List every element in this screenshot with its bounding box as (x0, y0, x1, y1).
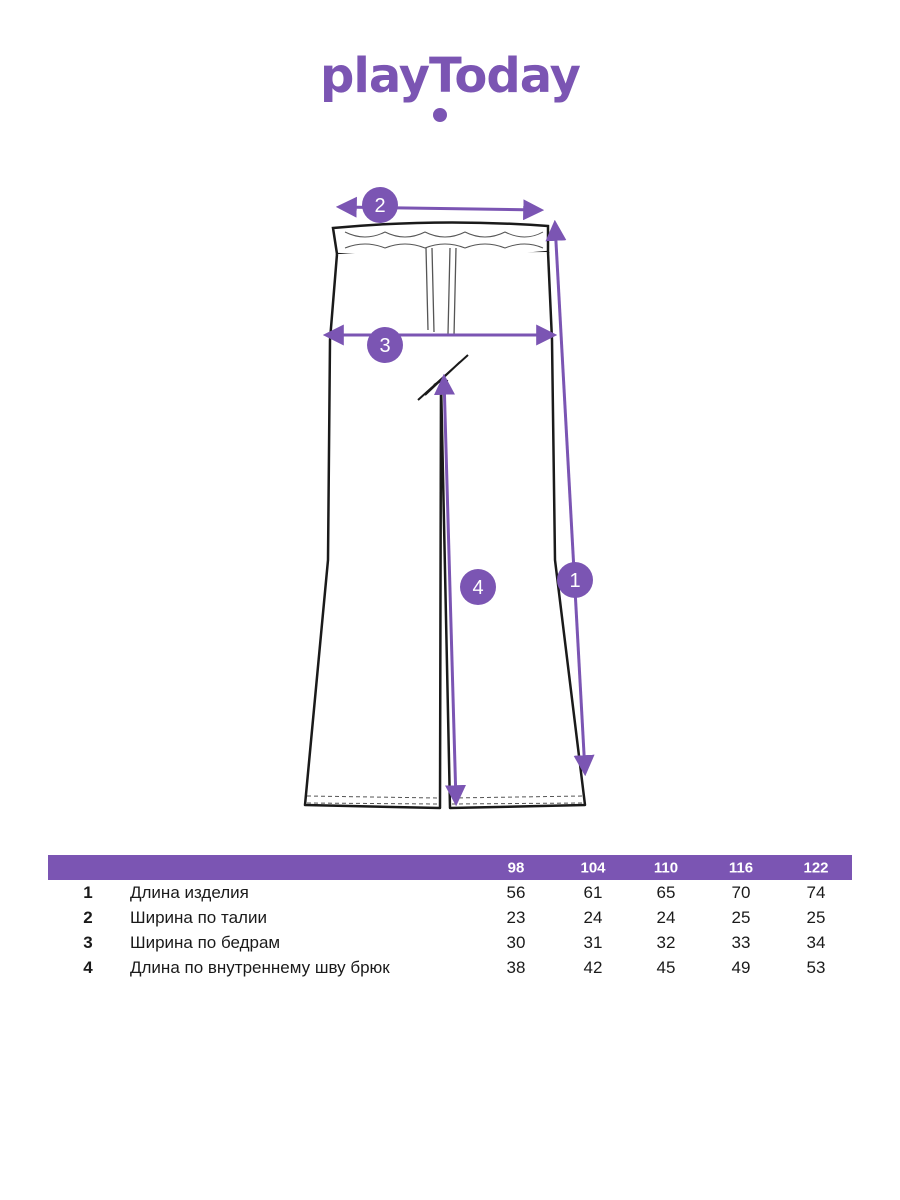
table-row: 1 Длина изделия 56 61 65 70 74 (48, 880, 852, 905)
drawstring (425, 247, 457, 337)
size-table-header: 98 104 110 116 122 (48, 855, 852, 880)
row-value: 34 (806, 932, 826, 952)
row-value: 32 (656, 932, 676, 952)
row-value: 56 (506, 882, 526, 902)
row-value: 31 (583, 932, 603, 952)
length-measure-line (545, 219, 595, 777)
marker-2 (362, 187, 398, 223)
logo-text: playToday (320, 48, 581, 104)
row-value: 61 (583, 882, 603, 902)
row-value: 25 (806, 907, 826, 927)
size-table: 98 104 110 116 122 1 Длина изделия 56 61… (48, 855, 852, 980)
waistband (331, 221, 550, 259)
row-value: 23 (506, 907, 526, 927)
marker-3-label: 3 (379, 335, 390, 357)
marker-1 (557, 562, 593, 598)
row-value: 42 (583, 957, 603, 977)
marker-3 (367, 327, 403, 363)
row-value: 24 (583, 907, 603, 927)
logo-dot (433, 108, 447, 122)
marker-4 (460, 569, 496, 605)
row-value: 33 (731, 932, 751, 952)
row-value: 45 (656, 957, 676, 977)
table-row: 2 Ширина по талии 23 24 24 25 25 (48, 905, 852, 930)
row-value: 65 (656, 882, 676, 902)
row-value: 24 (656, 907, 676, 927)
row-value: 49 (731, 957, 751, 977)
row-label: Длина изделия (130, 882, 249, 902)
size-header: 104 (580, 859, 606, 876)
pants-diagram: 2 3 1 4 (303, 187, 595, 810)
pants-sketch: 2 3 1 4 (0, 180, 900, 840)
row-value: 53 (806, 957, 826, 977)
marker-2-label: 2 (374, 195, 385, 217)
row-number: 4 (83, 957, 93, 977)
marker-4-label: 4 (472, 577, 483, 599)
row-number: 1 (83, 882, 93, 902)
row-number: 2 (83, 907, 93, 927)
row-value: 30 (506, 932, 526, 952)
logo-mark: playToday (320, 48, 582, 122)
size-header: 122 (803, 859, 829, 876)
table-row: 4 Длина по внутреннему шву брюк 38 42 45… (48, 955, 852, 980)
row-value: 70 (731, 882, 751, 902)
row-value: 38 (506, 957, 526, 977)
brand-logo: playToday (0, 40, 900, 130)
row-label: Ширина по бедрам (130, 932, 281, 952)
size-header: 110 (653, 859, 679, 876)
table-row: 3 Ширина по бедрам 30 31 32 33 34 (48, 930, 852, 955)
size-header: 98 (507, 859, 525, 876)
row-label: Ширина по талии (130, 907, 267, 927)
marker-1-label: 1 (569, 570, 580, 592)
row-number: 3 (83, 932, 93, 952)
size-header: 116 (728, 859, 754, 876)
row-value: 25 (731, 907, 751, 927)
row-value: 74 (806, 882, 826, 902)
inseam-measure-line (433, 373, 467, 807)
row-label: Длина по внутреннему шву брюк (130, 957, 390, 977)
